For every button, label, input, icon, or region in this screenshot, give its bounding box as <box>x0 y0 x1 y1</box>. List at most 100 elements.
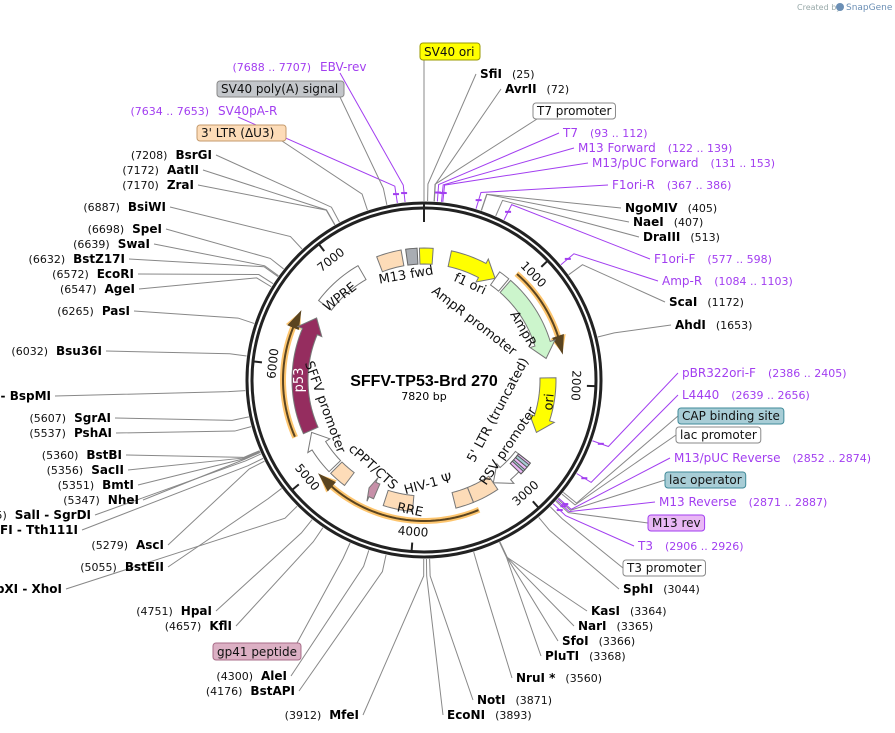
enzyme-name[interactable]: NheI <box>108 493 139 507</box>
enzyme-site[interactable]: PasI(6265) <box>57 304 130 318</box>
feature-label[interactable]: lac promoter <box>675 426 762 444</box>
enzyme-site[interactable]: Bsu36I(6032) <box>11 344 102 358</box>
enzyme-name[interactable]: AgeI <box>105 282 135 296</box>
enzyme-name[interactable]: AscI <box>136 538 164 552</box>
enzyme-name[interactable]: PaeR7I - PspXI - XhoI <box>0 582 62 596</box>
enzyme-name[interactable]: BfuAI - BspMI <box>0 389 51 403</box>
feature-arc-hiv-1-[interactable] <box>451 486 475 509</box>
primer-site[interactable]: SV40pA-R(7634 .. 7653) <box>130 104 277 118</box>
enzyme-name[interactable]: SwaI <box>118 237 150 251</box>
primer-name[interactable]: M13 Reverse <box>659 495 737 509</box>
enzyme-site[interactable]: ScaI(1172) <box>669 295 744 309</box>
enzyme-name[interactable]: BstAPI <box>250 684 295 698</box>
enzyme-site[interactable]: NruI *(3560) <box>516 671 602 685</box>
primer-name[interactable]: M13 Forward <box>578 141 656 155</box>
enzyme-site[interactable]: MfeI(3912) <box>285 708 359 722</box>
enzyme-site[interactable]: SfiI(25) <box>480 67 535 81</box>
feature-label-box[interactable] <box>196 124 287 142</box>
feature-label-box[interactable] <box>677 407 785 425</box>
feature-label[interactable]: lac operator <box>664 471 747 489</box>
enzyme-site[interactable]: BsiWI(6887) <box>83 200 166 214</box>
enzyme-site[interactable]: AgeI(6547) <box>60 282 135 296</box>
enzyme-site[interactable]: HpaI(4751) <box>136 604 212 618</box>
enzyme-name[interactable]: SfiI <box>480 67 502 81</box>
enzyme-name[interactable]: NruI * <box>516 671 556 685</box>
enzyme-name[interactable]: HpaI <box>181 604 212 618</box>
enzyme-name[interactable]: PluTI <box>545 649 579 663</box>
enzyme-site[interactable]: EcoRI(6572) <box>52 267 134 281</box>
enzyme-name[interactable]: EcoNI <box>447 708 485 722</box>
enzyme-site[interactable]: DraIII(513) <box>643 230 720 244</box>
enzyme-name[interactable]: BsiWI <box>128 200 166 214</box>
enzyme-site[interactable]: BmtI(5351) <box>58 478 134 492</box>
enzyme-name[interactable]: NarI <box>578 619 607 633</box>
enzyme-site[interactable]: KasI(3364) <box>591 604 667 618</box>
enzyme-name[interactable]: NaeI <box>633 215 664 229</box>
feature-label-box[interactable] <box>419 42 481 61</box>
enzyme-site[interactable]: BsrGI(7208) <box>131 148 212 162</box>
feature-label[interactable]: gp41 peptide <box>212 642 302 661</box>
feature-arc-3-ltr[interactable] <box>376 249 405 273</box>
feature-arc-rre[interactable] <box>382 489 415 513</box>
feature-label[interactable]: 3' LTR (ΔU3) <box>196 124 287 142</box>
primer-site[interactable]: M13 Reverse(2871 .. 2887) <box>659 495 827 509</box>
enzyme-name[interactable]: SacII <box>91 463 124 477</box>
enzyme-name[interactable]: DraIII <box>643 230 680 244</box>
enzyme-site[interactable]: NotI(3871) <box>477 693 552 707</box>
feature-label-box[interactable] <box>647 514 706 532</box>
enzyme-name[interactable]: NgoMIV <box>625 201 678 215</box>
feature-arc-cppt-cts[interactable] <box>329 461 355 487</box>
primer-name[interactable]: pBR322ori-F <box>682 366 756 380</box>
enzyme-site[interactable]: PaeR7I - PspXI - XhoI(4891) <box>0 582 62 596</box>
enzyme-name[interactable]: AleI <box>261 669 287 683</box>
enzyme-name[interactable]: KflI <box>209 619 232 633</box>
feature-label-box[interactable] <box>675 426 762 444</box>
enzyme-name[interactable]: PflFI - Tth111I <box>0 523 78 537</box>
enzyme-site[interactable]: AhdI(1653) <box>675 318 752 332</box>
primer-site[interactable]: pBR322ori-F(2386 .. 2405) <box>682 366 847 380</box>
enzyme-name[interactable]: BmtI <box>102 478 134 492</box>
feature-label-box[interactable] <box>216 80 345 98</box>
enzyme-site[interactable]: EcoNI(3893) <box>447 708 532 722</box>
primer-site[interactable]: EBV-rev(7688 .. 7707) <box>232 60 366 74</box>
feature-arc-f1-ori[interactable] <box>447 250 496 283</box>
enzyme-site[interactable]: AscI(5279) <box>91 538 164 552</box>
enzyme-site[interactable]: SpeI(6698) <box>88 222 162 236</box>
feature-label[interactable]: SV40 ori <box>419 42 481 61</box>
orf-arc-core[interactable] <box>318 473 479 522</box>
feature-label[interactable]: M13 rev <box>647 514 706 532</box>
enzyme-site[interactable]: NgoMIV(405) <box>625 201 717 215</box>
enzyme-name[interactable]: BstEII <box>125 560 164 574</box>
enzyme-name[interactable]: Bsu36I <box>56 344 102 358</box>
primer-site[interactable]: T7(93 .. 112) <box>562 126 648 140</box>
enzyme-site[interactable]: AvrII(72) <box>505 82 569 96</box>
enzyme-site[interactable]: AleI(4300) <box>216 669 287 683</box>
orf-arc[interactable] <box>319 474 481 524</box>
orf-arc-core[interactable] <box>516 273 564 355</box>
enzyme-site[interactable]: BfuAI - BspMI(5791) <box>0 389 51 403</box>
primer-name[interactable]: M13/pUC Forward <box>592 156 699 170</box>
primer-name[interactable]: SV40pA-R <box>218 104 277 118</box>
enzyme-site[interactable]: SphI(3044) <box>623 582 700 596</box>
feature-label-box[interactable] <box>532 102 616 120</box>
primer-name[interactable]: M13/pUC Reverse <box>674 451 781 465</box>
primer-name[interactable]: EBV-rev <box>320 60 366 74</box>
enzyme-name[interactable]: SphI <box>623 582 653 596</box>
enzyme-name[interactable]: PasI <box>102 304 130 318</box>
primer-name[interactable]: T7 <box>562 126 578 140</box>
enzyme-site[interactable]: NarI(3365) <box>578 619 653 633</box>
feature-arc-ampr-promoter[interactable] <box>489 271 510 292</box>
enzyme-name[interactable]: ScaI <box>669 295 697 309</box>
primer-site[interactable]: L4440(2639 .. 2656) <box>682 388 810 402</box>
enzyme-name[interactable]: BsrGI <box>175 148 212 162</box>
enzyme-name[interactable]: KasI <box>591 604 620 618</box>
feature-label-box[interactable] <box>664 471 747 489</box>
enzyme-name[interactable]: AatII <box>167 163 199 177</box>
enzyme-site[interactable]: AatII(7172) <box>122 163 199 177</box>
enzyme-name[interactable]: MfeI <box>329 708 359 722</box>
enzyme-site[interactable]: SgrAI(5607) <box>30 411 111 425</box>
enzyme-name[interactable]: AvrII <box>505 82 537 96</box>
feature-arc-gp41[interactable] <box>366 477 381 502</box>
feature-arc-p53[interactable] <box>291 317 323 435</box>
